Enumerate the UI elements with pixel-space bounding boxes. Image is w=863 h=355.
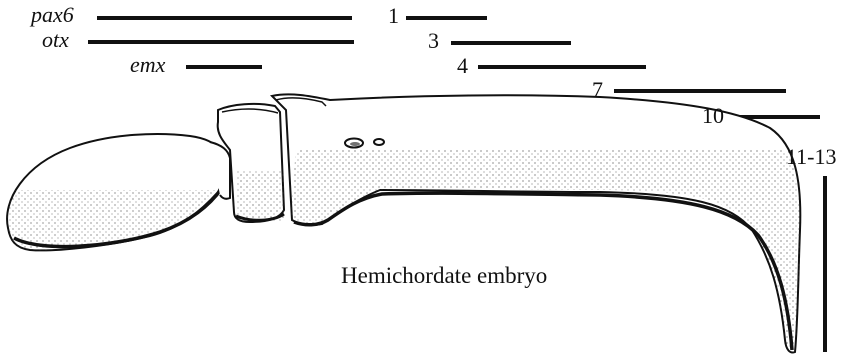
gill-pore	[374, 139, 384, 145]
hox-label-10: 10	[702, 105, 724, 127]
embryo-illustration	[0, 94, 810, 355]
hox-label-4: 4	[457, 55, 468, 77]
hox-label-3: 3	[428, 30, 439, 52]
gene-label-otx: otx	[42, 29, 69, 51]
hox-label-7: 7	[592, 79, 603, 101]
hox-label-11-13: 11-13	[786, 146, 837, 168]
trunk	[272, 94, 800, 352]
gene-label-pax6: pax6	[31, 4, 74, 26]
diagram-caption: Hemichordate embryo	[341, 265, 547, 287]
hox-label-1: 1	[388, 5, 399, 27]
gene-label-emx: emx	[130, 54, 165, 76]
